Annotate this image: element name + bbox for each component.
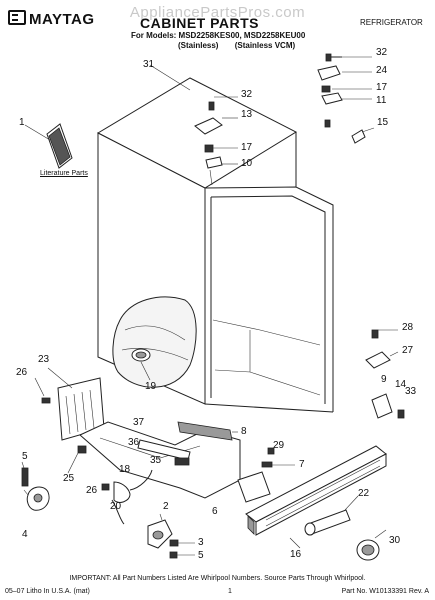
callout-1: 1 bbox=[19, 117, 25, 128]
footer-page-number: 1 bbox=[228, 588, 232, 595]
model-variants: (Stainless) (Stainless VCM) bbox=[178, 41, 309, 50]
callout-30: 30 bbox=[389, 535, 401, 546]
center-hinge-assembly bbox=[194, 96, 238, 186]
literature-parts-booklet bbox=[24, 123, 73, 169]
callout-20: 20 bbox=[110, 501, 122, 512]
callout-29: 29 bbox=[273, 440, 285, 451]
callout-4: 4 bbox=[22, 529, 28, 540]
center-bracket bbox=[237, 447, 295, 503]
callout-16: 16 bbox=[290, 549, 302, 560]
callout-6: 6 bbox=[212, 506, 218, 517]
cabinet-body bbox=[96, 77, 334, 413]
rear-grille bbox=[47, 367, 105, 441]
callout-5-left: 5 bbox=[22, 451, 28, 462]
callout-9: 9 bbox=[381, 374, 387, 385]
literature-parts-label: Literature Parts bbox=[40, 170, 88, 177]
model-list: For Models: MSD2258KES00, MSD2258KEU00 bbox=[131, 31, 306, 40]
callout-17-center: 17 bbox=[241, 142, 253, 153]
page-title: CABINET PARTS bbox=[140, 15, 260, 31]
brand-name: MAYTAG bbox=[29, 11, 95, 28]
footer-litho: 05–07 Litho In U.S.A. (mat) bbox=[5, 588, 90, 595]
roller-guide bbox=[304, 495, 359, 536]
valve-assembly-left bbox=[21, 445, 153, 525]
callout-26-left: 26 bbox=[16, 367, 28, 378]
leveling-leg bbox=[356, 529, 387, 561]
screw-26 bbox=[41, 397, 51, 404]
callout-2: 2 bbox=[163, 501, 169, 512]
callout-11: 11 bbox=[376, 95, 387, 106]
callout-28: 28 bbox=[402, 322, 414, 333]
variant-stainless-vcm: (Stainless VCM) bbox=[234, 41, 296, 50]
callout-23: 23 bbox=[38, 354, 50, 365]
callout-32-center: 32 bbox=[241, 89, 253, 100]
upper-hinge-assembly bbox=[317, 53, 375, 144]
callout-19: 19 bbox=[145, 381, 157, 392]
base-compartment bbox=[79, 421, 241, 499]
callout-31: 31 bbox=[143, 59, 155, 70]
callout-15: 15 bbox=[377, 117, 389, 128]
callout-10: 10 bbox=[241, 158, 253, 169]
callout-25: 25 bbox=[63, 473, 75, 484]
callout-24: 24 bbox=[376, 65, 388, 76]
drain-fitting bbox=[131, 348, 151, 381]
callout-32-top: 32 bbox=[376, 47, 388, 58]
callout-8: 8 bbox=[241, 426, 247, 437]
callout-35: 35 bbox=[150, 455, 162, 466]
variant-stainless: (Stainless) bbox=[178, 41, 219, 50]
bottom-hinge-assembly bbox=[147, 513, 195, 559]
callout-33: 33 bbox=[405, 386, 417, 397]
callout-27: 27 bbox=[402, 345, 414, 356]
callout-7: 7 bbox=[299, 459, 305, 470]
callout-14: 14 bbox=[395, 379, 407, 390]
callout-36: 36 bbox=[128, 437, 140, 448]
toe-grille bbox=[245, 445, 387, 549]
maytag-logo: MAYTAG bbox=[8, 10, 95, 28]
footer-part-number: Part No. W10133391 Rev. A bbox=[341, 588, 429, 595]
rear-roller-assembly bbox=[365, 329, 405, 419]
callout-5-bottom: 5 bbox=[198, 550, 204, 561]
maytag-m-icon bbox=[8, 10, 26, 25]
callout-17-top: 17 bbox=[376, 82, 388, 93]
callout-18: 18 bbox=[119, 464, 131, 475]
footer-important-note: IMPORTANT: All Part Numbers Listed Are W… bbox=[69, 575, 366, 582]
callout-22: 22 bbox=[358, 488, 370, 499]
appliance-category: REFRIGERATOR bbox=[360, 18, 423, 27]
callout-3: 3 bbox=[198, 537, 204, 548]
callout-26-bottom: 26 bbox=[86, 485, 98, 496]
callout-37: 37 bbox=[133, 417, 145, 428]
watermark: AppliancePartsPros.com bbox=[129, 4, 306, 21]
callout-13: 13 bbox=[241, 109, 253, 120]
insulation-bar-8 bbox=[177, 421, 233, 441]
